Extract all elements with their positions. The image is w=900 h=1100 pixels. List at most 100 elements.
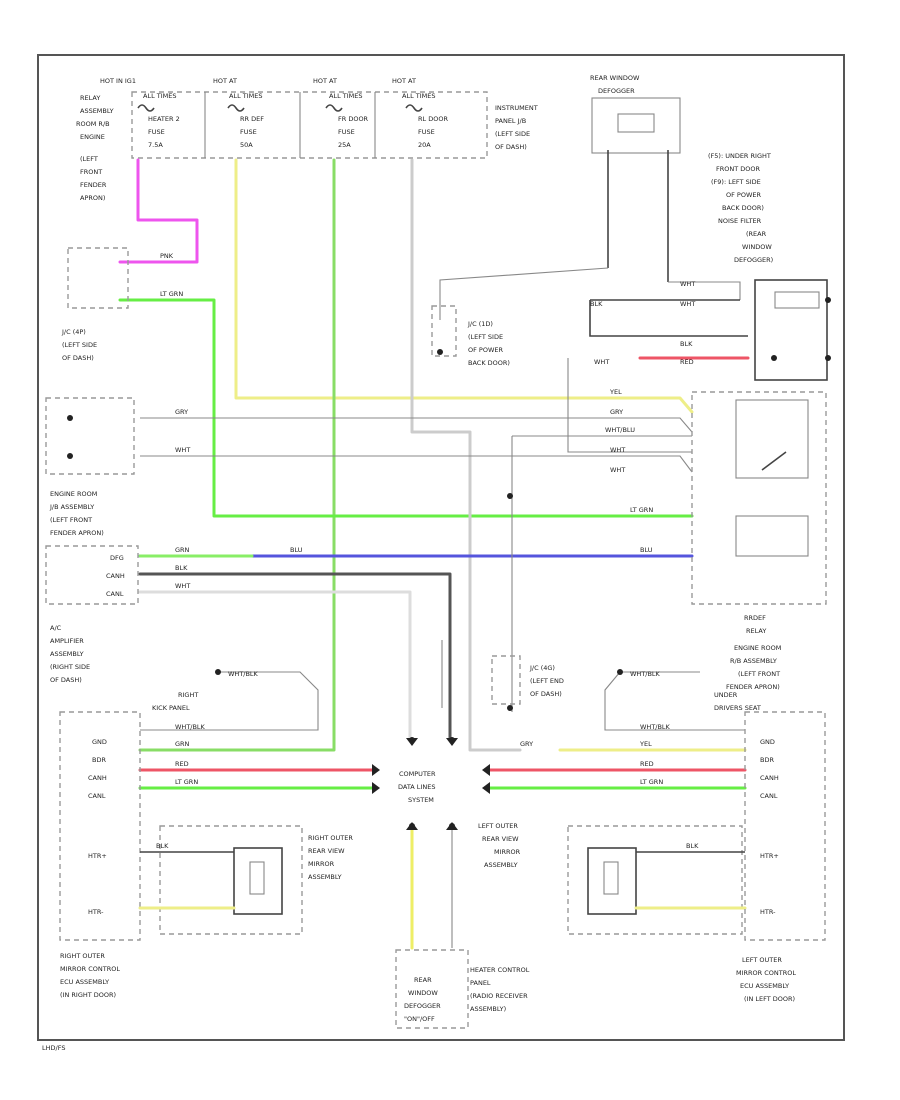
noise-filter-l6: NOISE FILTER [718, 217, 762, 225]
lbl-wht-4: WHT [175, 582, 190, 590]
right-ecu-l2: MIRROR CONTROL [60, 965, 120, 973]
engine-room-jb: ENGINE ROOM J/B ASSEMBLY (LEFT FRONT FEN… [45, 397, 135, 537]
hot-label-4: HOT AT [392, 77, 416, 85]
jc-left-end-l3: OF DASH) [530, 690, 562, 698]
lbl-blk-3: BLK [680, 340, 693, 348]
wire-ltgrn [118, 298, 694, 518]
jc-left-end-l2: (LEFT END [530, 677, 564, 685]
ground-left-l2: DRIVERS SEAT [714, 704, 761, 712]
right-ecu-l1: RIGHT OUTER [60, 952, 105, 960]
jc-left-end: J/C (4G) (LEFT END OF DASH) [491, 655, 564, 705]
jc-4p-l2: (LEFT SIDE [62, 341, 97, 349]
left-ecu-l1: LEFT OUTER [742, 956, 782, 964]
ac-amp-l3: ASSEMBLY [50, 650, 84, 658]
heater-panel-l3: (RADIO RECEIVER [470, 992, 528, 1000]
right-ecu-canh: CANH [88, 774, 107, 782]
all-times-3: ALL TIMES [329, 92, 362, 100]
lbl-ltgrn-3: LT GRN [175, 778, 198, 786]
lbl-gry-1: GRY [610, 408, 623, 416]
lbl-gry-3: GRY [520, 740, 533, 748]
left-mirror-l2: REAR VIEW [482, 835, 519, 843]
left-ecu-l2: MIRROR CONTROL [736, 969, 796, 977]
ground-right-l1: RIGHT [178, 691, 198, 699]
computer-l2: DATA LINES [398, 783, 435, 791]
ground-left-label: WHT/BLK [630, 670, 661, 678]
lbl-red-2: RED [175, 760, 189, 768]
noise-filter-l1: (F5): UNDER RIGHT [708, 152, 771, 160]
fender-label: FENDER [80, 181, 107, 189]
jc-power-back-door: J/C (1D) (LEFT SIDE OF POWER BACK DOOR) [431, 305, 510, 367]
ac-amplifier: DFG CANH CANL A/C AMPLIFIER ASSEMBLY (RI… [45, 545, 139, 684]
lbl-whtblu: WHT/BLU [605, 426, 635, 434]
right-mirror-l4: ASSEMBLY [308, 873, 342, 881]
right-mirror-l2: REAR VIEW [308, 847, 345, 855]
jc-4p-l1: J/C (4P) [61, 328, 86, 336]
right-ecu-l4: (IN RIGHT DOOR) [60, 991, 116, 999]
noise-filter-l9: DEFOGGER) [734, 256, 773, 264]
noise-filter-l2: FRONT DOOR [716, 165, 761, 173]
left-mirror-l3: MIRROR [494, 848, 521, 856]
front-label: FRONT [80, 168, 102, 176]
ac-pin-canl: CANL [106, 590, 124, 598]
right-ecu-canl: CANL [88, 792, 106, 800]
hot-label-2: HOT AT [213, 77, 237, 85]
noise-filter-l3: (F9): LEFT SIDE [711, 178, 761, 186]
rrdef-relay-l4: R/B ASSEMBLY [730, 657, 777, 665]
lbl-blk-right: BLK [156, 842, 169, 850]
fuse-3-name: FR DOOR [338, 115, 369, 123]
lbl-yel-2: YEL [639, 740, 652, 748]
ac-pin-dfg: DFG [110, 554, 124, 562]
lbl-yel-1: YEL [609, 388, 622, 396]
all-times-4: ALL TIMES [402, 92, 435, 100]
wire-black-canh [138, 572, 452, 740]
fuse-4-name: RL DOOR [418, 115, 448, 123]
ac-amp-l2: AMPLIFIER [50, 637, 84, 645]
relay-label: RELAY [80, 94, 100, 102]
hot-label-1: HOT IN IG1 [100, 77, 136, 85]
right-mirror-l3: MIRROR [308, 860, 335, 868]
rrdef-relay-l2: RELAY [746, 627, 766, 635]
all-times-2: ALL TIMES [229, 92, 262, 100]
wire-white-canl [138, 590, 412, 740]
fuse-4-fuse: FUSE [418, 128, 435, 136]
heater-panel-l2: PANEL [470, 979, 491, 987]
switch-l2: WINDOW [408, 989, 438, 997]
left-ecu-htr2: HTR- [760, 908, 776, 916]
instrument-panel-1: INSTRUMENT [495, 104, 538, 112]
right-mirror-l1: RIGHT OUTER [308, 834, 353, 842]
right-ecu-gnd: GND [92, 738, 107, 746]
left-mirror-assembly: BLK LEFT OUTER REAR VIEW MIRROR ASSEMBLY [478, 822, 747, 935]
rrdef-relay-l5: (LEFT FRONT [738, 670, 780, 678]
left-mirror-ecu: GND BDR CANH CANL HTR+ HTR- LEFT OUTER M… [736, 711, 826, 1003]
room-label: ROOM R/B [76, 120, 110, 128]
left-ecu-bdr: BDR [760, 756, 774, 764]
assembly-label: ASSEMBLY [80, 107, 114, 115]
noise-filter-l5: BACK DOOR) [722, 204, 764, 212]
noise-filter-l7: (REAR [746, 230, 767, 238]
right-ecu-l3: ECU ASSEMBLY [60, 978, 109, 986]
left-ecu-canh: CANH [760, 774, 779, 782]
engine-room-jb-l2: J/B ASSEMBLY [49, 503, 94, 511]
fuse-block: HOT IN IG1 HOT AT HOT AT HOT AT RELAY AS… [76, 77, 538, 202]
jc-power-l4: BACK DOOR) [468, 359, 510, 367]
ac-amp-l4: (RIGHT SIDE [50, 663, 90, 671]
lbl-wht-3: WHT [175, 446, 190, 454]
lbl-grn-1: GRN [175, 546, 190, 554]
computer-l3: SYSTEM [408, 796, 434, 804]
lbl-wht-1: WHT [610, 446, 625, 454]
relay-box [131, 91, 488, 159]
noise-filter-l4: OF POWER [726, 191, 761, 199]
right-ecu-bdr: BDR [92, 756, 106, 764]
ac-amp-l1: A/C [50, 624, 62, 632]
hot-label-3: HOT AT [313, 77, 337, 85]
lbl-blk-left: BLK [686, 842, 699, 850]
lbl-blu-1: BLU [290, 546, 303, 554]
ground-left: WHT/BLK UNDER DRIVERS SEAT [630, 670, 761, 712]
engine-room-jb-l3: (LEFT FRONT [50, 516, 92, 524]
jc-4p: J/C (4P) (LEFT SIDE OF DASH) [61, 247, 129, 362]
lbl-wht-7: WHT [594, 358, 609, 366]
heater-control-panel: HEATER CONTROL PANEL (RADIO RECEIVER ASS… [470, 966, 530, 1013]
fuse-3-amp: 25A [338, 141, 351, 149]
lbl-blu-2: BLU [640, 546, 653, 554]
heater-panel-l4: ASSEMBLY) [470, 1005, 506, 1013]
